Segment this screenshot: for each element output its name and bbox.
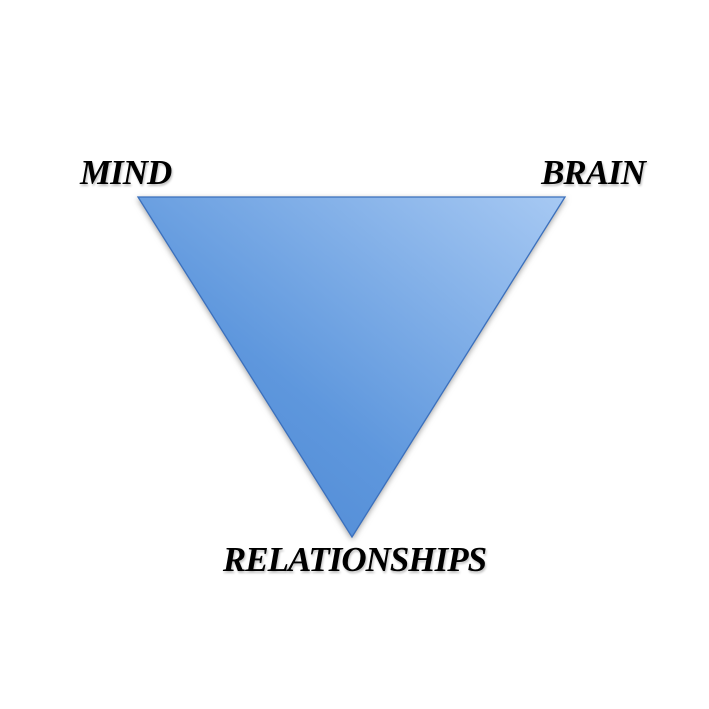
label-relationships: RELATIONSHIPS	[222, 540, 487, 579]
label-mind: MIND	[80, 153, 172, 192]
label-brain: BRAIN	[541, 153, 646, 192]
inverted-triangle-shape	[136, 196, 567, 539]
